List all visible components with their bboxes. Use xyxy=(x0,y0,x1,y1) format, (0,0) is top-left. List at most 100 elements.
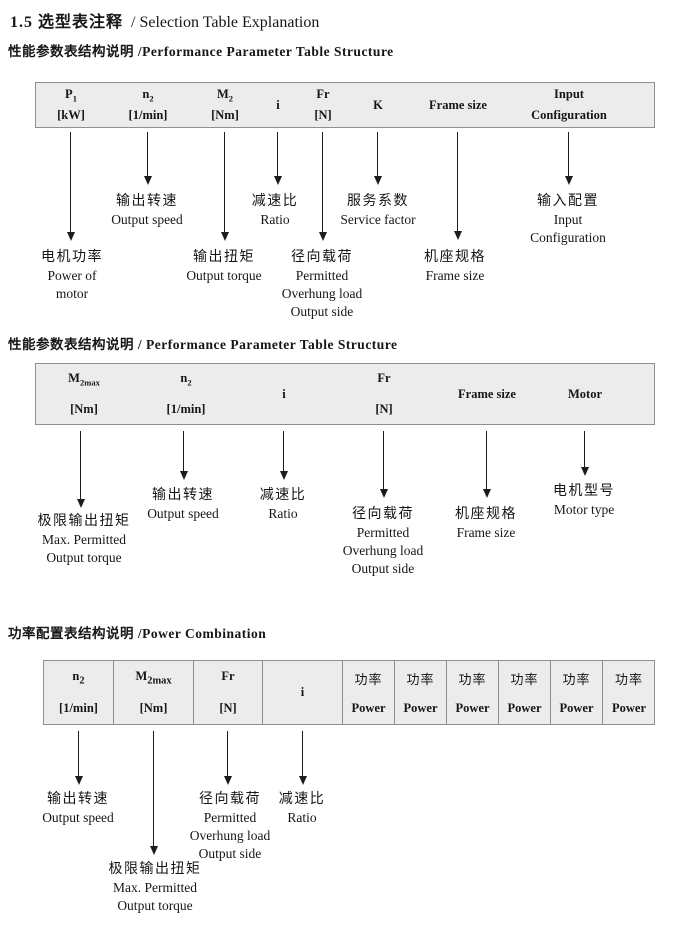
section2-header-table: M2max [Nm] n2 [1/min] i Fr [N] Frame siz… xyxy=(35,363,655,425)
column-unit: [N] xyxy=(375,402,393,416)
column-unit: [1/min] xyxy=(166,402,206,416)
column-symbol: n2 xyxy=(142,87,154,104)
page-title: 1.5 选型表注释 / Selection Table Explanation xyxy=(10,8,319,32)
column-n2: n2 [1/min] xyxy=(129,83,168,127)
column-label-zh: 功率 xyxy=(510,672,539,687)
section1-heading: 性能参数表结构说明 /Performance Parameter Table S… xyxy=(8,44,394,59)
column-symbol: Motor xyxy=(567,386,603,401)
callout-max-permitted-output-torque: 极限输出扭矩 Max. Permitted Output torque xyxy=(37,514,131,565)
column-label-en: Power xyxy=(559,701,594,715)
column-fr: Fr [N] xyxy=(314,83,331,127)
column-symbol: Configuration xyxy=(531,108,607,122)
column-frame-size: Frame size xyxy=(458,364,516,424)
column-symbol: Frame size xyxy=(429,97,487,112)
callout-output-torque: 输出扭矩 Output torque xyxy=(186,250,262,283)
column-frame-size: Frame size xyxy=(429,83,487,127)
callout-output-speed: 输出转速 Output speed xyxy=(147,488,219,521)
down-arrow-icon xyxy=(568,132,569,176)
down-arrow-icon xyxy=(80,431,81,499)
column-unit: [kW] xyxy=(57,108,85,122)
column-unit: [Nm] xyxy=(70,402,98,416)
callout-overhung-load: 径向载荷 Permitted Overhung load Output side xyxy=(342,507,424,576)
section1-header-table: P1 [kW] n2 [1/min] M2 [Nm] i Fr [N] K Fr… xyxy=(35,82,655,128)
down-arrow-icon xyxy=(486,431,487,489)
column-m2max: M2max [Nm] xyxy=(114,661,194,724)
callout-power-of-motor: 电机功率 Power of motor xyxy=(41,250,103,301)
down-arrow-icon xyxy=(78,731,79,776)
page-title-zh: 1.5 选型表注释 xyxy=(10,14,124,31)
column-symbol: i xyxy=(300,685,305,699)
column-power-2: 功率 Power xyxy=(395,661,447,724)
down-arrow-icon xyxy=(457,132,458,231)
column-unit: [N] xyxy=(219,701,237,715)
down-arrow-icon xyxy=(322,132,323,232)
column-symbol: P1 xyxy=(65,87,77,104)
callout-overhung-load: 径向载荷 Permitted Overhung load Output side xyxy=(281,250,363,319)
column-label-zh: 功率 xyxy=(406,672,435,687)
page-title-en: / Selection Table Explanation xyxy=(131,14,320,31)
callout-motor-type: 电机型号 Motor type xyxy=(553,484,615,517)
column-symbol: Fr xyxy=(316,87,330,101)
callout-output-speed: 输出转速 Output speed xyxy=(111,194,183,227)
column-unit: [Nm] xyxy=(139,701,168,715)
column-symbol: Input xyxy=(554,87,584,101)
column-label-en: Power xyxy=(611,701,646,715)
column-fr: Fr [N] xyxy=(194,661,263,724)
down-arrow-icon xyxy=(302,731,303,776)
down-arrow-icon xyxy=(283,431,284,471)
column-unit: [1/min] xyxy=(59,701,98,715)
column-k: K xyxy=(373,83,383,127)
column-fr: Fr [N] xyxy=(375,364,392,424)
column-symbol: i xyxy=(282,386,286,401)
down-arrow-icon xyxy=(584,431,585,467)
column-label-en: Power xyxy=(351,701,386,715)
callout-overhung-load: 径向载荷 Permitted Overhung load Output side xyxy=(189,792,271,861)
column-unit: [1/min] xyxy=(128,108,168,122)
column-label-en: Power xyxy=(455,701,490,715)
column-label-zh: 功率 xyxy=(354,672,383,687)
column-input-configuration: Input Configuration xyxy=(531,83,607,127)
column-i: i xyxy=(263,661,343,724)
column-symbol: Fr xyxy=(377,371,391,385)
column-motor: Motor xyxy=(568,364,602,424)
callout-frame-size: 机座规格 Frame size xyxy=(455,507,517,540)
column-p1: P1 [kW] xyxy=(57,83,85,127)
column-i: i xyxy=(276,83,279,127)
column-m2max: M2max [Nm] xyxy=(68,364,100,424)
down-arrow-icon xyxy=(224,132,225,232)
column-symbol: Fr xyxy=(221,669,235,683)
column-power-1: 功率 Power xyxy=(343,661,395,724)
callout-ratio: 减速比 Ratio xyxy=(259,488,307,521)
column-unit: [N] xyxy=(314,108,332,122)
column-n2: n2 [1/min] xyxy=(167,364,206,424)
callout-frame-size: 机座规格 Frame size xyxy=(424,250,486,283)
column-label-zh: 功率 xyxy=(614,672,643,687)
down-arrow-icon xyxy=(277,132,278,176)
column-symbol: Frame size xyxy=(458,386,516,401)
down-arrow-icon xyxy=(383,431,384,489)
down-arrow-icon xyxy=(153,731,154,846)
column-label-en: Power xyxy=(403,701,438,715)
callout-ratio: 减速比 Ratio xyxy=(278,792,326,825)
callout-service-factor: 服务系数 Service factor xyxy=(340,194,416,227)
callout-ratio: 减速比 Ratio xyxy=(251,194,299,227)
column-symbol: M2 xyxy=(216,87,234,104)
section2-heading: 性能参数表结构说明 / Performance Parameter Table … xyxy=(8,337,398,352)
down-arrow-icon xyxy=(147,132,148,176)
section3-header-table: n2 [1/min] M2max [Nm] Fr [N] i 功率 Power … xyxy=(43,660,655,725)
callout-max-permitted-output-torque: 极限输出扭矩 Max. Permitted Output torque xyxy=(108,862,202,913)
column-label-zh: 功率 xyxy=(458,672,487,687)
column-unit: [Nm] xyxy=(211,108,239,122)
column-label-en: Power xyxy=(507,701,542,715)
column-symbol: M2max xyxy=(135,669,172,687)
column-m2: M2 [Nm] xyxy=(211,83,239,127)
callout-output-speed: 输出转速 Output speed xyxy=(42,792,114,825)
section3-heading: 功率配置表结构说明 /Power Combination xyxy=(8,626,267,641)
column-symbol: i xyxy=(276,97,280,112)
down-arrow-icon xyxy=(70,132,71,232)
down-arrow-icon xyxy=(183,431,184,471)
column-power-6: 功率 Power xyxy=(603,661,655,724)
column-power-4: 功率 Power xyxy=(499,661,551,724)
column-n2: n2 [1/min] xyxy=(44,661,114,724)
